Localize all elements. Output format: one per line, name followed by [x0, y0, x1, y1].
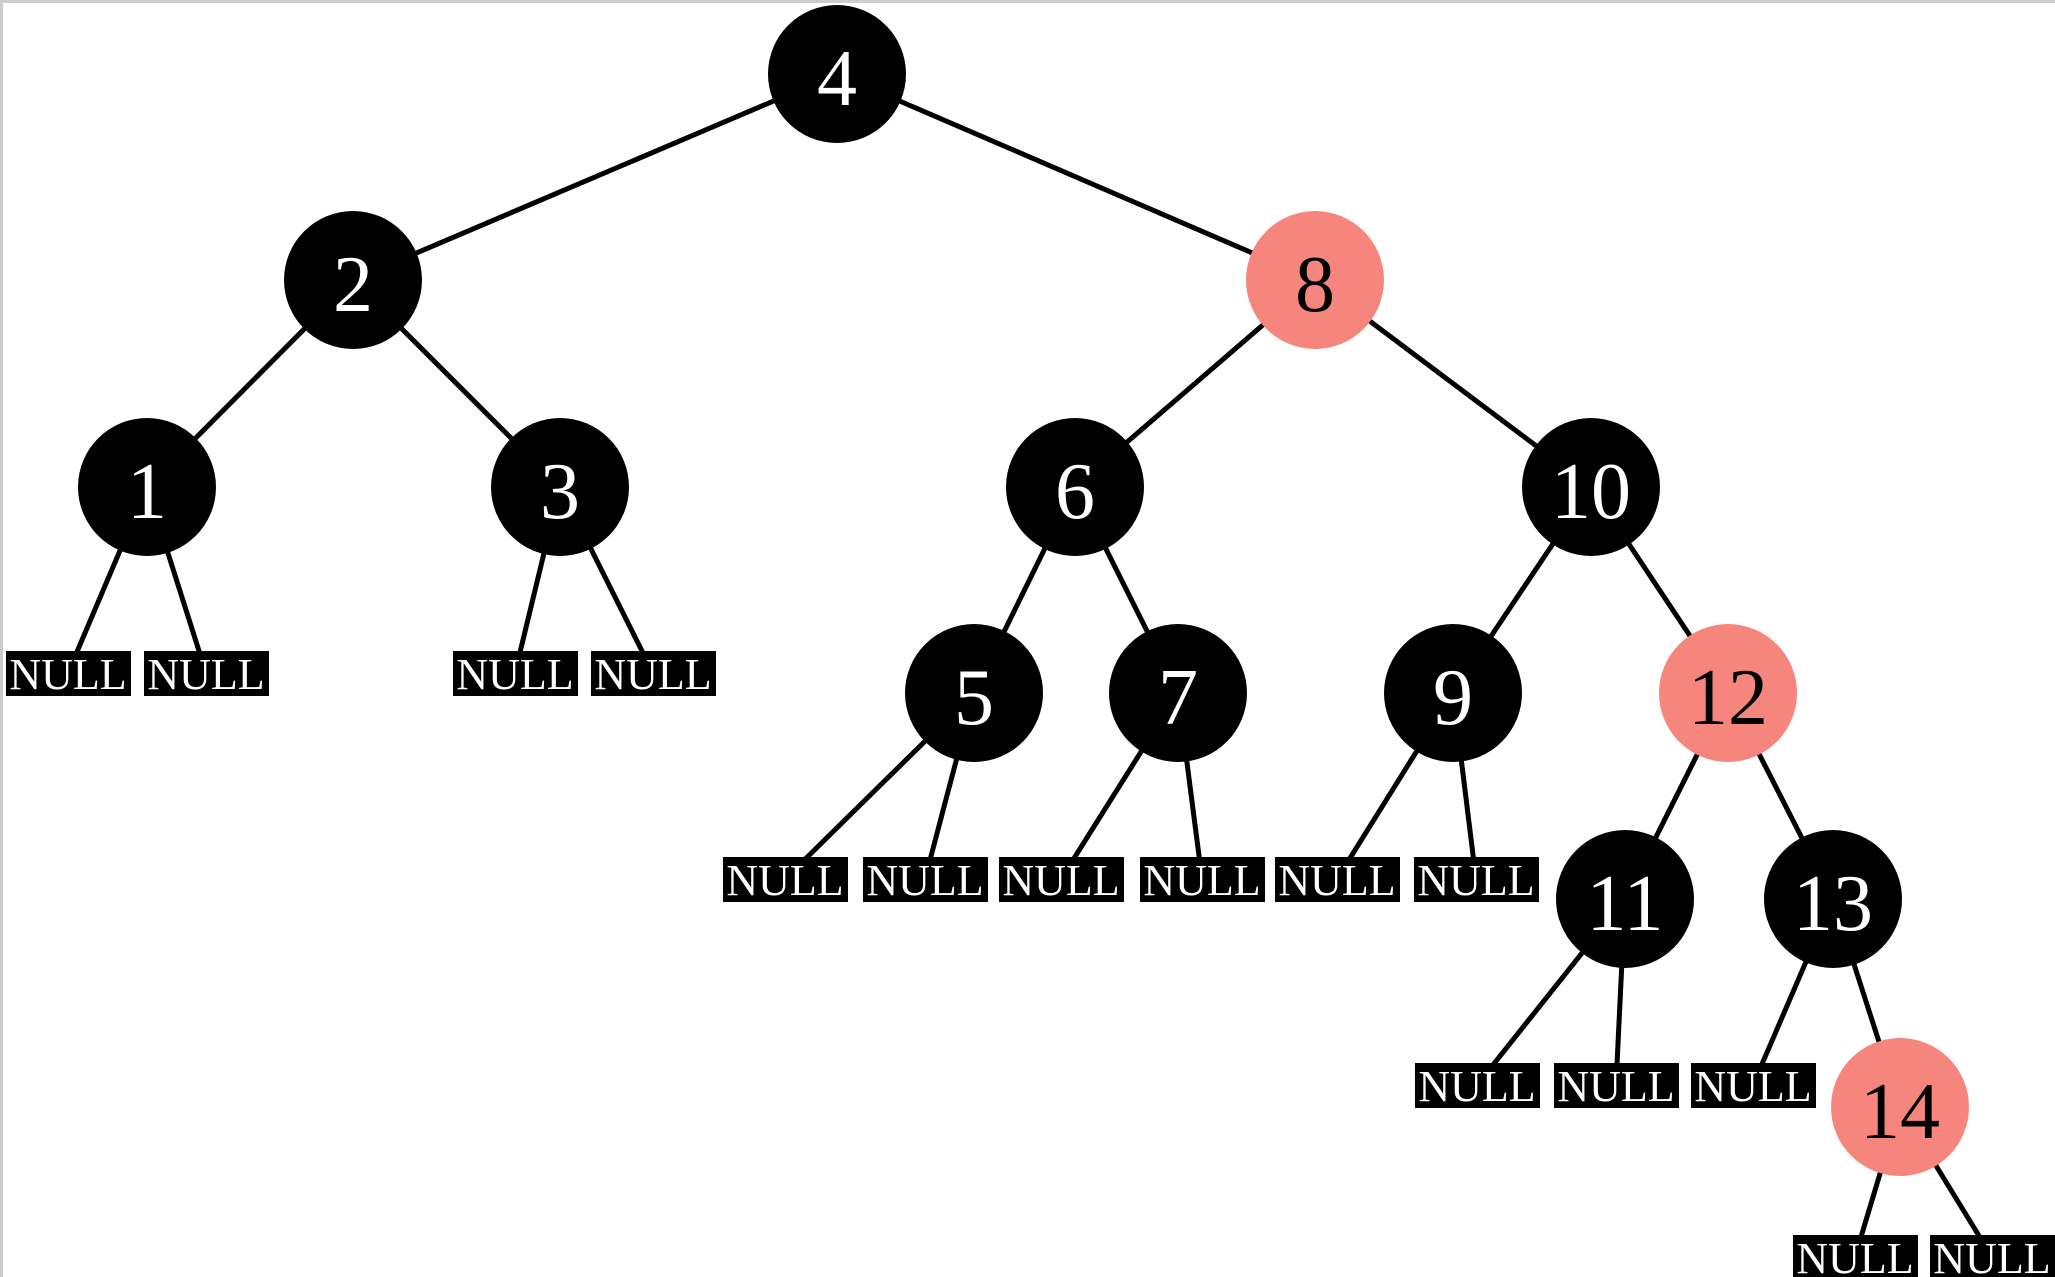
null-leaf-label: NULL — [1278, 856, 1396, 905]
tree-node-1: 1 — [78, 418, 216, 556]
tree-node-label: 10 — [1551, 448, 1631, 536]
null-leaf: NULL — [1553, 1062, 1679, 1111]
null-leaf: NULL — [998, 856, 1124, 905]
null-leaf: NULL — [1929, 1234, 2055, 1277]
null-leaf-label: NULL — [1143, 856, 1261, 905]
null-leaf: NULL — [862, 856, 988, 905]
null-leaf: NULL — [1414, 1062, 1540, 1111]
tree-node-label: 5 — [954, 654, 994, 742]
null-leaf-label: NULL — [594, 650, 712, 699]
tree-node-label: 8 — [1295, 241, 1335, 329]
null-leaf-label: NULL — [1694, 1062, 1812, 1111]
null-leaf-label: NULL — [726, 856, 844, 905]
null-leaf-label: NULL — [1796, 1234, 1914, 1277]
tree-node-label: 9 — [1433, 654, 1473, 742]
null-leaf: NULL — [1792, 1234, 1918, 1277]
tree-node-7: 7 — [1109, 624, 1247, 762]
tree-node-label: 12 — [1688, 654, 1768, 742]
tree-node-8: 8 — [1246, 211, 1384, 349]
tree-node-14: 14 — [1831, 1038, 1969, 1176]
tree-node-4: 4 — [768, 5, 906, 143]
tree-node-label: 6 — [1055, 448, 1095, 536]
null-leaf-label: NULL — [1933, 1234, 2051, 1277]
tree-node-5: 5 — [905, 624, 1043, 762]
tree-node-label: 3 — [540, 448, 580, 536]
null-leaf: NULL — [1413, 856, 1539, 905]
tree-node-label: 11 — [1586, 860, 1664, 948]
tree-node-6: 6 — [1006, 418, 1144, 556]
tree-node-label: 14 — [1860, 1068, 1940, 1156]
tree-edge — [352, 71, 838, 283]
null-leaf-label: NULL — [1418, 1062, 1536, 1111]
tree-node-3: 3 — [491, 418, 629, 556]
tree-node-label: 13 — [1793, 860, 1873, 948]
null-leaf: NULL — [1690, 1062, 1816, 1111]
null-leaf-label: NULL — [866, 856, 984, 905]
null-leaf-label: NULL — [147, 650, 265, 699]
null-leaf: NULL — [1274, 856, 1400, 905]
null-leaf: NULL — [722, 856, 848, 905]
null-leaf-label: NULL — [1557, 1062, 1675, 1111]
null-leaf-label: NULL — [456, 650, 574, 699]
tree-node-label: 7 — [1158, 654, 1198, 742]
null-leaf: NULL — [1139, 856, 1265, 905]
tree-node-11: 11 — [1556, 830, 1694, 968]
null-leaf: NULL — [143, 650, 269, 699]
null-leaf: NULL — [452, 650, 578, 699]
null-leaf-label: NULL — [1002, 856, 1120, 905]
tree-node-13: 13 — [1764, 830, 1902, 968]
tree-node-label: 1 — [127, 448, 167, 536]
null-leaf: NULL — [5, 650, 131, 699]
tree-node-label: 4 — [817, 35, 857, 123]
tree-node-9: 9 — [1384, 624, 1522, 762]
null-leaf-label: NULL — [1417, 856, 1535, 905]
tree-edge — [836, 71, 1316, 283]
tree-node-12: 12 — [1659, 624, 1797, 762]
tree-node-2: 2 — [284, 211, 422, 349]
tree-node-label: 2 — [333, 241, 373, 329]
null-leaf: NULL — [590, 650, 716, 699]
null-leaf-label: NULL — [9, 650, 127, 699]
tree-node-10: 10 — [1522, 418, 1660, 556]
